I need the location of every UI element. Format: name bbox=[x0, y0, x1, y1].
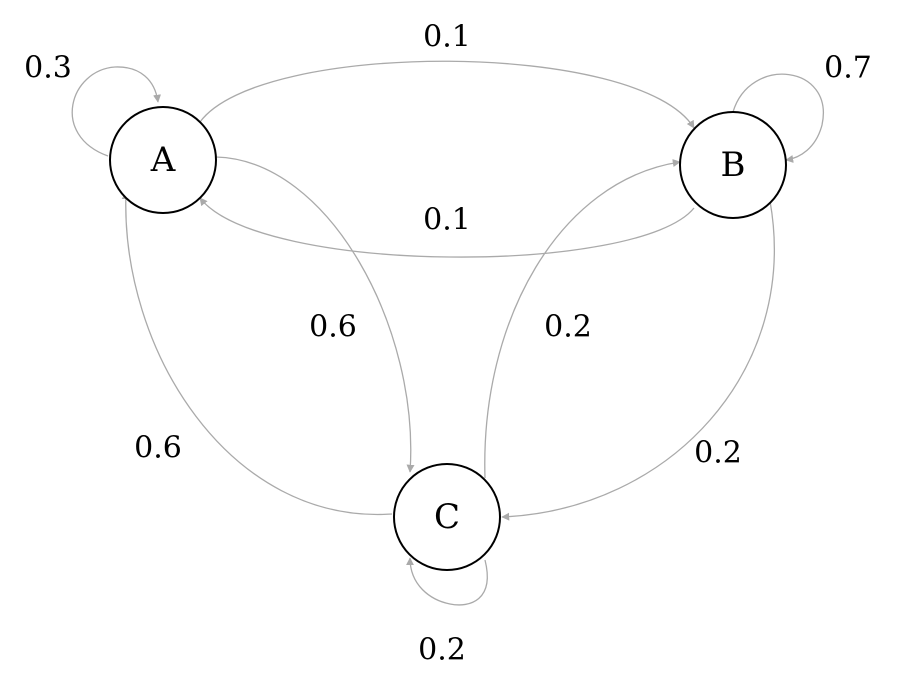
edge-a-to-a bbox=[71, 66, 161, 157]
node-c-circle bbox=[393, 463, 501, 571]
edge-label-c-to-c: 0.2 bbox=[418, 633, 466, 668]
edge-a-to-c bbox=[215, 156, 415, 473]
edge-label-a-to-a: 0.3 bbox=[24, 51, 72, 86]
edge-label-c-to-b: 0.2 bbox=[544, 310, 592, 345]
edge-label-b-to-a: 0.1 bbox=[423, 203, 471, 238]
edge-c-to-c bbox=[406, 557, 488, 606]
edge-label-b-to-b: 0.7 bbox=[824, 51, 872, 86]
edge-b-to-c bbox=[501, 200, 775, 521]
node-c-label: C bbox=[434, 497, 460, 537]
edge-b-to-a bbox=[199, 197, 695, 258]
edge-label-a-to-b: 0.1 bbox=[423, 20, 471, 55]
edge-label-c-to-a: 0.6 bbox=[134, 431, 182, 466]
node-b: B bbox=[679, 111, 787, 219]
edge-c-to-b bbox=[484, 159, 681, 479]
node-a-label: A bbox=[150, 140, 176, 180]
edge-a-to-b bbox=[199, 60, 695, 129]
node-a: A bbox=[109, 106, 217, 214]
node-c: C bbox=[393, 463, 501, 571]
node-b-circle bbox=[679, 111, 787, 219]
node-a-circle bbox=[109, 106, 217, 214]
node-b-label: B bbox=[721, 145, 746, 185]
edge-c-to-a bbox=[121, 191, 393, 516]
edge-label-b-to-c: 0.2 bbox=[694, 436, 742, 471]
edge-b-to-b bbox=[732, 73, 824, 163]
edge-label-a-to-c: 0.6 bbox=[309, 310, 357, 345]
